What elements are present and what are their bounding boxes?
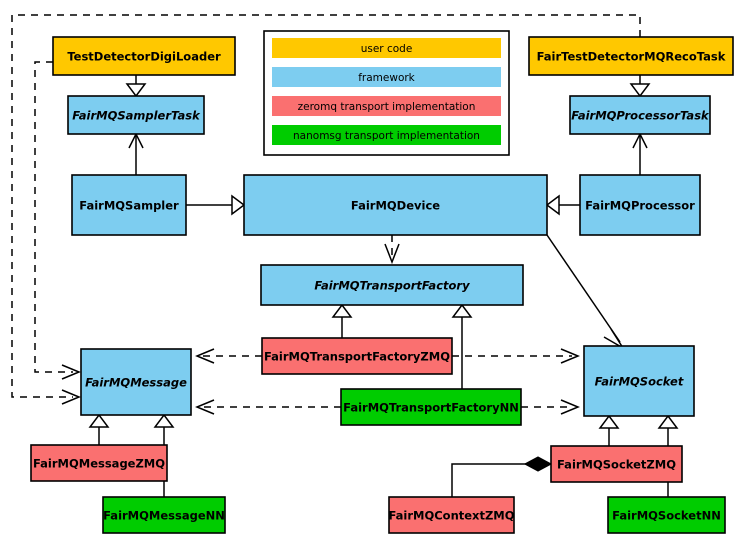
class-name-label: FairMQSocketZMQ	[557, 458, 676, 472]
edge-digiloader-message	[34, 61, 81, 380]
class-name-label: FairMQProcessor	[585, 199, 695, 213]
edge-recotask-message	[11, 14, 641, 405]
edge-sampler-device	[186, 194, 246, 216]
legend-swatch	[272, 38, 501, 58]
class-node-FairTestDetectorMQRecoTask[interactable]: FairTestDetectorMQRecoTask	[528, 36, 734, 76]
class-name-label: FairMQTransportFactoryZMQ	[264, 350, 450, 364]
class-name-label: FairMQTransportFactoryNN	[343, 401, 519, 415]
edge-processor-processortask	[632, 132, 648, 175]
class-name-label: FairTestDetectorMQRecoTask	[537, 50, 726, 64]
edge-messagezmq-message	[88, 413, 110, 445]
edge-socketzmq-socket	[598, 414, 620, 446]
class-box[interactable]	[30, 444, 168, 482]
edge-factorynn-message	[195, 399, 341, 415]
edge-digiloader-samplertask	[125, 75, 147, 98]
edge-factoryzmq-socket	[452, 348, 580, 364]
edge-factorynn-socket	[521, 399, 580, 415]
edge-device-socket	[546, 234, 624, 349]
edge-factoryzmq-factory	[331, 303, 353, 338]
class-name-label: FairMQSocket	[595, 375, 684, 389]
class-box[interactable]	[71, 174, 187, 236]
class-box[interactable]	[260, 264, 524, 306]
edge-factoryzmq-message	[195, 348, 262, 364]
class-box[interactable]	[52, 36, 236, 76]
class-name-label: FairMQMessage	[85, 376, 187, 390]
class-node-FairMQSampler[interactable]: FairMQSampler	[71, 174, 187, 236]
legend-item-0: user code	[272, 38, 501, 58]
class-name-label: FairMQSocketNN	[612, 509, 721, 523]
class-node-FairMQSocketZMQ[interactable]: FairMQSocketZMQ	[550, 445, 683, 483]
edge-factorynn-factory	[451, 303, 473, 389]
class-node-FairMQMessageZMQ[interactable]: FairMQMessageZMQ	[30, 444, 168, 482]
class-box[interactable]	[583, 345, 695, 417]
class-name-label: FairMQDevice	[351, 199, 440, 213]
legend-label: zeromq transport implementation	[298, 101, 476, 113]
class-name-label: FairMQProcessorTask	[571, 109, 710, 123]
legend-label: nanomsg transport implementation	[293, 130, 480, 142]
node-layer: TestDetectorDigiLoader FairTestDetectorMQ…	[30, 36, 734, 534]
class-node-FairMQSocket[interactable]: FairMQSocket	[583, 345, 695, 417]
class-node-FairMQProcessorTask[interactable]: FairMQProcessorTask	[569, 95, 711, 135]
class-box[interactable]	[243, 174, 548, 236]
legend-swatch	[272, 125, 501, 145]
class-node-TestDetectorDigiLoader[interactable]: TestDetectorDigiLoader	[52, 36, 236, 76]
legend-swatch	[272, 67, 501, 87]
class-box[interactable]	[102, 496, 226, 534]
class-name-label: FairMQMessageZMQ	[33, 457, 165, 471]
class-box[interactable]	[388, 496, 515, 534]
legend: user code framework zeromq transport imple…	[263, 30, 510, 156]
class-name-label: FairMQTransportFactory	[314, 279, 470, 293]
edge-device-transportfactory	[384, 235, 400, 265]
edge-recotask-processortask	[629, 75, 651, 98]
class-node-FairMQProcessor[interactable]: FairMQProcessor	[579, 174, 701, 236]
class-node-FairMQTransportFactoryZMQ[interactable]: FairMQTransportFactoryZMQ	[261, 337, 453, 375]
class-node-FairMQDevice[interactable]: FairMQDevice	[243, 174, 548, 236]
edge-socketzmq-contextzmq	[451, 456, 553, 497]
class-node-FairMQSocketNN[interactable]: FairMQSocketNN	[607, 496, 726, 534]
legend-label: user code	[361, 43, 413, 55]
class-box[interactable]	[528, 36, 734, 76]
class-node-FairMQTransportFactoryNN[interactable]: FairMQTransportFactoryNN	[340, 388, 522, 426]
class-node-FairMQMessage[interactable]: FairMQMessage	[80, 348, 192, 416]
legend-label: framework	[358, 72, 415, 84]
class-box[interactable]	[607, 496, 726, 534]
class-name-label: FairMQContextZMQ	[388, 509, 514, 523]
class-name-label: FairMQSamplerTask	[72, 109, 201, 123]
class-name-label: FairMQMessageNN	[103, 509, 225, 523]
class-box[interactable]	[261, 337, 453, 375]
class-node-FairMQContextZMQ[interactable]: FairMQContextZMQ	[388, 496, 515, 534]
class-name-label: FairMQSampler	[79, 199, 179, 213]
edge-sampler-samplertask	[128, 132, 144, 175]
class-box[interactable]	[550, 445, 683, 483]
legend-swatch	[272, 96, 501, 116]
class-name-label: TestDetectorDigiLoader	[67, 50, 221, 64]
edge-processor-device	[545, 194, 580, 216]
class-box[interactable]	[67, 95, 205, 135]
class-node-FairMQSamplerTask[interactable]: FairMQSamplerTask	[67, 95, 205, 135]
class-box[interactable]	[579, 174, 701, 236]
class-node-FairMQTransportFactory[interactable]: FairMQTransportFactory	[260, 264, 524, 306]
class-node-FairMQMessageNN[interactable]: FairMQMessageNN	[102, 496, 226, 534]
class-box[interactable]	[569, 95, 711, 135]
legend-item-1: framework	[272, 67, 501, 87]
legend-item-2: zeromq transport implementation	[272, 96, 501, 116]
class-box[interactable]	[340, 388, 522, 426]
class-box[interactable]	[80, 348, 192, 416]
legend-item-3: nanomsg transport implementation	[272, 125, 501, 145]
